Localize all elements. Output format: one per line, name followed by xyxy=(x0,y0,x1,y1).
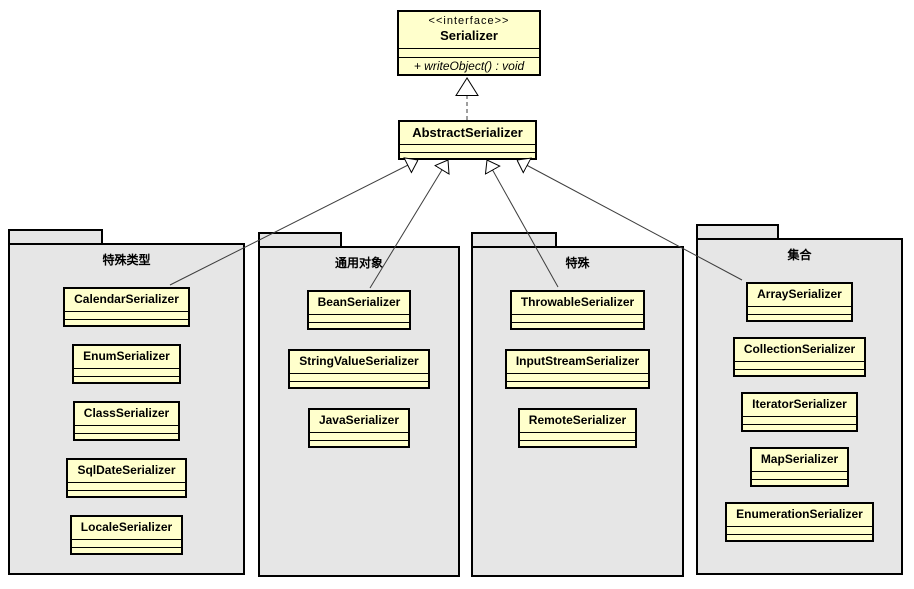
class-box-mapserializer: MapSerializer xyxy=(749,447,850,487)
class-operations-compartment xyxy=(727,535,872,540)
class-name: EnumerationSerializer xyxy=(727,504,872,527)
class-box-calendarserializer: CalendarSerializer xyxy=(63,287,190,327)
class-attributes-compartment xyxy=(519,433,636,441)
class-name: ArraySerializer xyxy=(748,284,851,307)
class-operations-compartment xyxy=(743,425,856,430)
interface-operation: + writeObject() : void xyxy=(413,59,525,73)
class-name: SqlDateSerializer xyxy=(68,460,185,483)
class-operations-compartment xyxy=(309,323,410,328)
class-operations-compartment xyxy=(74,377,179,382)
class-name: ThrowableSerializer xyxy=(511,292,644,315)
class-box-remoteserializer: RemoteSerializer xyxy=(517,408,638,448)
abstract-class-attributes-compartment xyxy=(400,145,535,153)
class-attributes-compartment xyxy=(65,312,188,320)
package-label: 通用对象 xyxy=(334,256,383,270)
class-box-inputstreamserializer: InputStreamSerializer xyxy=(504,349,651,389)
package-label: 特殊 xyxy=(565,256,590,270)
class-name: StringValueSerializer xyxy=(290,351,428,374)
class-name: BeanSerializer xyxy=(308,292,410,315)
class-operations-compartment xyxy=(748,315,851,320)
class-box-javaserializer: JavaSerializer xyxy=(307,408,411,448)
class-name: EnumSerializer xyxy=(74,346,179,369)
interface-name: Serializer xyxy=(440,28,498,43)
class-attributes-compartment xyxy=(71,540,182,548)
class-attributes-compartment xyxy=(68,483,185,491)
class-attributes-compartment xyxy=(506,374,649,382)
class-operations-compartment xyxy=(520,441,635,446)
class-name: ClassSerializer xyxy=(74,403,179,426)
class-operations-compartment xyxy=(735,370,864,375)
class-box-beanserializer: BeanSerializer xyxy=(306,290,412,330)
class-operations-compartment xyxy=(75,434,178,439)
class-box-collectionserializer: CollectionSerializer xyxy=(732,337,867,377)
class-operations-compartment xyxy=(72,548,181,553)
class-operations-compartment xyxy=(752,480,847,485)
class-attributes-compartment xyxy=(290,374,428,382)
class-operations-compartment xyxy=(512,323,643,328)
class-attributes-compartment xyxy=(511,315,644,323)
class-name: LocaleSerializer xyxy=(71,517,182,540)
class-box-arrayserializer: ArraySerializer xyxy=(746,282,853,322)
class-attributes-compartment xyxy=(727,527,872,535)
class-attributes-compartment xyxy=(74,369,179,377)
class-box-enumserializer: EnumSerializer xyxy=(72,344,181,384)
class-abstractserializer-box: AbstractSerializer xyxy=(398,120,537,160)
class-attributes-compartment xyxy=(74,426,179,434)
realization-arrow-head xyxy=(455,77,479,96)
class-attributes-compartment xyxy=(734,362,865,370)
class-box-classserializer: ClassSerializer xyxy=(72,401,181,441)
class-box-localeserializer: LocaleSerializer xyxy=(69,515,184,555)
class-attributes-compartment xyxy=(751,472,848,480)
class-operations-compartment xyxy=(507,382,648,387)
class-box-sqldateserializer: SqlDateSerializer xyxy=(66,458,187,498)
abstract-class-operations-compartment xyxy=(400,153,535,158)
interface-attributes-compartment xyxy=(399,48,539,58)
abstract-class-name: AbstractSerializer xyxy=(400,122,535,145)
class-name: InputStreamSerializer xyxy=(506,351,649,374)
class-box-stringvalueserializer: StringValueSerializer xyxy=(288,349,430,389)
class-box-enumerationserializer: EnumerationSerializer xyxy=(725,502,874,542)
package-label: 特殊类型 xyxy=(102,253,151,267)
class-name: MapSerializer xyxy=(751,449,848,472)
class-name: IteratorSerializer xyxy=(743,394,856,417)
class-operations-compartment xyxy=(65,320,188,325)
class-attributes-compartment xyxy=(748,307,851,315)
class-name: RemoteSerializer xyxy=(519,410,636,433)
class-attributes-compartment xyxy=(308,315,410,323)
package-label: 集合 xyxy=(787,248,812,262)
class-box-throwableserializer: ThrowableSerializer xyxy=(509,290,646,330)
interface-stereotype: <<interface>> xyxy=(428,15,510,27)
class-operations-compartment xyxy=(310,441,408,446)
class-name: JavaSerializer xyxy=(309,410,409,433)
class-name: CollectionSerializer xyxy=(734,339,865,362)
class-operations-compartment xyxy=(290,382,427,387)
class-attributes-compartment xyxy=(309,433,409,441)
class-attributes-compartment xyxy=(743,417,856,425)
interface-serializer-box: <<interface>> Serializer + writeObject()… xyxy=(397,10,541,76)
class-name: CalendarSerializer xyxy=(65,289,188,312)
class-operations-compartment xyxy=(68,491,184,496)
interface-header: <<interface>> Serializer xyxy=(399,12,539,48)
class-box-iteratorserializer: IteratorSerializer xyxy=(741,392,858,432)
